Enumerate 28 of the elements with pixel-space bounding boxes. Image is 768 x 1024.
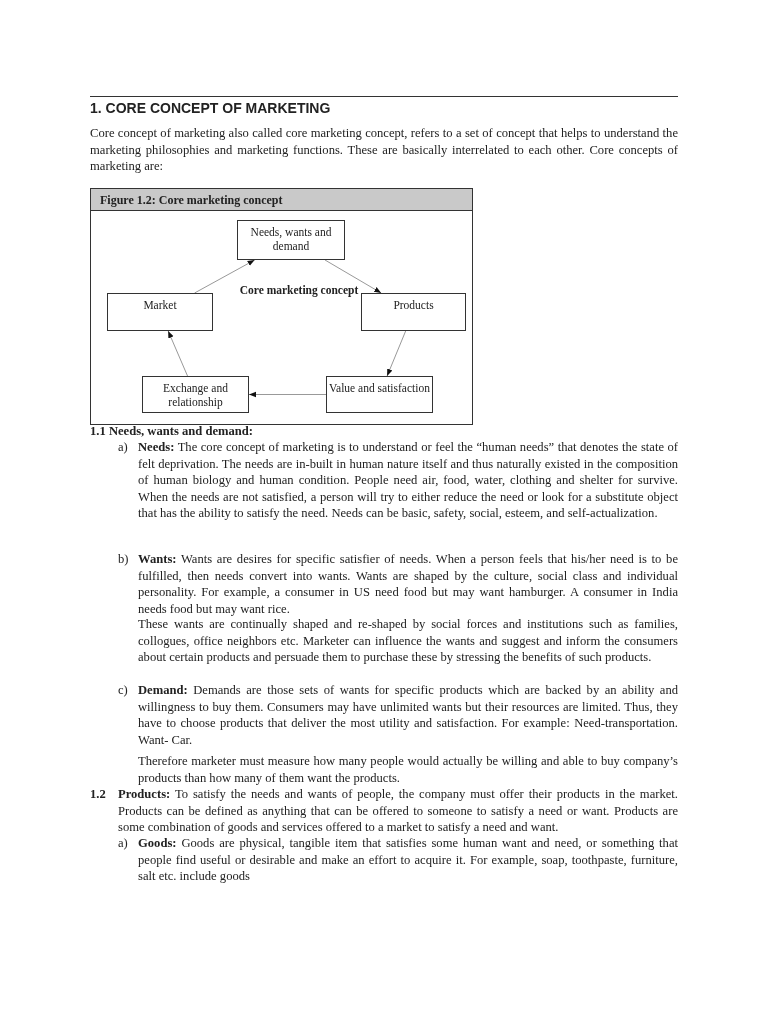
list-marker: b)	[118, 551, 130, 568]
concept-box: Exchange and relationship	[142, 376, 249, 413]
list-marker: a)	[118, 835, 129, 852]
arrow	[167, 330, 189, 377]
arrow	[386, 330, 407, 377]
arrow	[248, 391, 327, 398]
figure-frame	[90, 188, 473, 425]
diagram-label: Core marketing concept	[238, 283, 360, 299]
paragraph: Therefore marketer must measure how many people would actually be willing and able to buy company’s products than how many of them want the products.	[138, 753, 678, 787]
subsection-heading: 1.1 Needs, wants and demand:	[90, 423, 255, 440]
concept-box: Value and satisfaction	[326, 376, 433, 413]
paragraph: Demand: Demands are those sets of wants for specific products which are backed by an ability and willingness to buy them. Consumers may have unlimited wants but their resources are limited. Thus, they have to choose products that deliver the most utility and satisfaction. For example: Need-transportation. Want- Car.	[138, 682, 678, 749]
paragraph: Needs: The core concept of marketing is to understand or feel the “human needs” that denotes the state of felt deprivation. The needs are in-built in human nature itself and thus naturally existed in the composition of human biology and human condition. People need air, food, water, clothing and shelter for survive. When the needs are not satisfied, a person will try to either reduce the need or look for a substitute object that has the ability to satisfy the need. Needs can be basic, safety, social, esteem, and self-actualization.	[138, 439, 678, 522]
paragraph: Core concept of marketing also called core marketing concept, refers to a set of concept that helps to understand the marketing philosophies and marketing functions. These are basically interrelated to each other. Core concepts of marketing are:	[90, 125, 678, 175]
concept-box: Products	[361, 293, 466, 331]
section-title: 1. CORE CONCEPT OF MARKETING	[90, 100, 331, 116]
paragraph: Wants: Wants are desires for specific satisfier of needs. When a person feels that his/her need is to be fulfilled, then needs convert into wants. Wants are shaped by the culture, social class and individual personality. For example, a consumer in US need food but may want hamburger. A consumer in India needs food but may want rice.	[138, 551, 678, 618]
subsection-heading: 1.2	[90, 786, 107, 803]
list-marker: a)	[118, 439, 129, 456]
list-marker: c)	[118, 682, 129, 699]
arrow	[194, 259, 256, 294]
figure-heading: Figure 1.2: Core marketing concept	[91, 189, 472, 211]
paragraph: Products: To satisfy the needs and wants of people, the company must offer their products in the market. Products can be defined as anything that can be offered to someone to satisfy a need or want. Products are some combination of goods and services offered to a market to satisfy a need and want.	[118, 786, 678, 836]
arrow	[324, 259, 382, 294]
concept-box: Needs, wants and demand	[237, 220, 345, 260]
concept-box: Market	[107, 293, 213, 331]
paragraph: These wants are continually shaped and re-shaped by social forces and institutions such as families, collogues, office neighbors etc. Marketer can influence the wants and suggest and inform the consumers about certain products and persuade them to purchase these by stressing the benefits of such products.	[138, 616, 678, 666]
paragraph: Goods: Goods are physical, tangible item that satisfies some human want and need, or something that people find useful or desirable and make an effort to acquire it. For example, soap, toothpaste, furniture, salt etc. include goods	[138, 835, 678, 885]
